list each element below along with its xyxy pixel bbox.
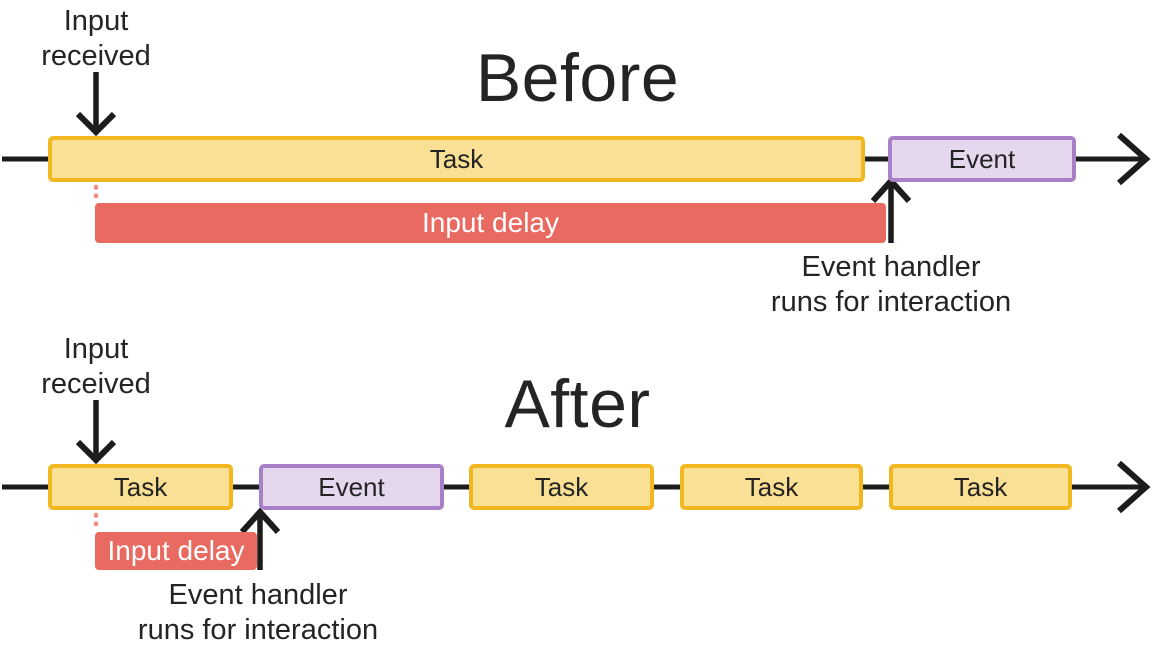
before-input-delay-bar: Input delay [95, 203, 886, 243]
before-title: Before [475, 40, 680, 116]
before-input-line2: received [41, 39, 151, 72]
before-task-label: Task [429, 143, 484, 174]
after-task-bar: Task [889, 464, 1072, 510]
before-event-handler-label: Event handler runs for interaction [755, 250, 1027, 320]
before-input-line1: Input [63, 5, 129, 37]
before-event-box: Event [888, 136, 1076, 182]
after-input-received-label: Input received [25, 332, 167, 402]
after-event-box: Event [259, 464, 444, 510]
before-input-delay-label: Input delay [422, 207, 559, 238]
after-event-handler-label: Event handler runs for interaction [122, 578, 394, 647]
after-task-label: Task [744, 471, 799, 502]
before-input-received-label: Input received [25, 4, 167, 74]
after-task-label: Task [953, 471, 1008, 502]
after-timeline-arrow-icon [1117, 460, 1151, 514]
before-event-label: Event [948, 143, 1016, 174]
before-timeline-arrow-icon [1117, 132, 1151, 186]
after-input-line1: Input [63, 333, 129, 365]
before-handler-line1: Event handler [801, 251, 981, 283]
after-task-label: Task [534, 471, 589, 502]
after-input-delay-bar: Input delay [95, 532, 257, 570]
before-task-bar: Task [48, 136, 865, 182]
after-task-bar: Task [469, 464, 654, 510]
after-input-delay-label: Input delay [107, 535, 245, 566]
after-task-bar: Task [680, 464, 863, 510]
after-title: After [504, 366, 651, 442]
after-handler-line1: Event handler [168, 579, 348, 611]
after-task-label: Task [113, 471, 168, 502]
after-input-line2: received [41, 367, 151, 400]
after-event-label: Event [318, 471, 385, 502]
before-handler-line2: runs for interaction [770, 285, 1012, 318]
after-task-bar: Task [48, 464, 233, 510]
after-handler-line2: runs for interaction [137, 613, 379, 646]
